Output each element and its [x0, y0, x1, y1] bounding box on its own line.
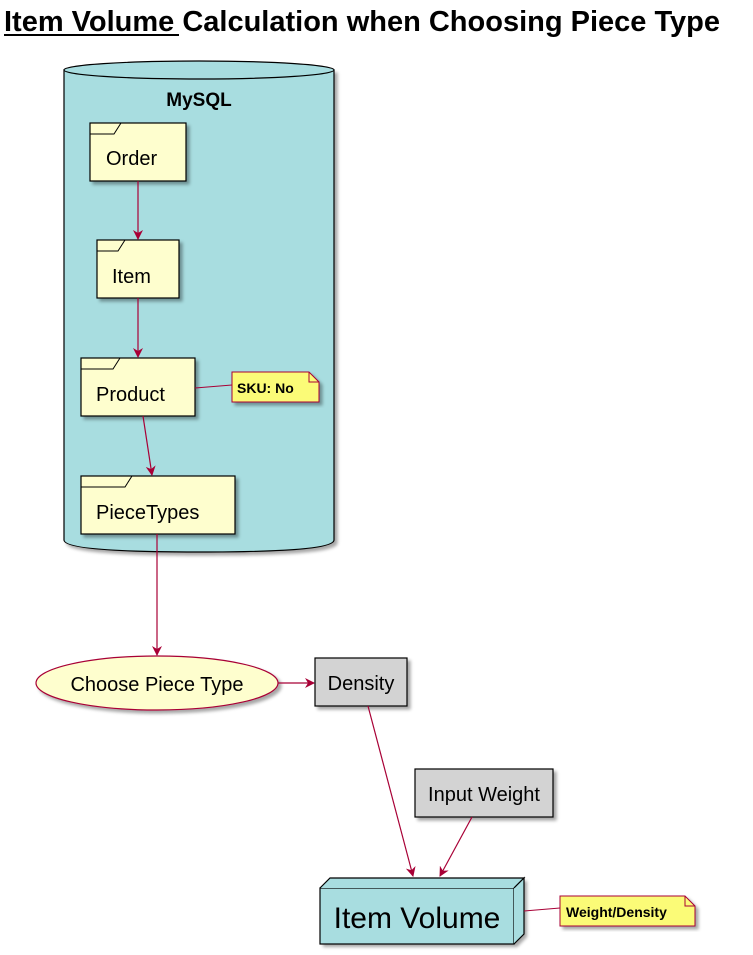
node-item-volume[interactable]: Item Volume [319, 876, 526, 945]
folder-piece-types[interactable]: PieceTypes [80, 475, 236, 535]
folder-product-label: Product [96, 384, 165, 406]
folder-order-label: Order [106, 148, 157, 170]
note-sku: SKU: No [194, 371, 320, 403]
mysql-database: MySQL [63, 60, 335, 553]
note-sku-label: SKU: No [237, 380, 294, 396]
title-rest: Calculation when Choosing Piece Type [174, 6, 720, 38]
arrow-density-to-item-volume [367, 705, 416, 877]
note-formula-label: Weight/Density [566, 904, 667, 920]
usecase-label: Choose Piece Type [70, 674, 243, 696]
rect-input-weight-label: Input Weight [428, 784, 540, 806]
arrow-product-to-piece-types [142, 415, 156, 476]
folder-piece-types-label: PieceTypes [96, 502, 199, 524]
note-formula-connector [523, 907, 561, 912]
note-sku-connector [194, 384, 233, 389]
folder-product[interactable]: Product [80, 357, 196, 417]
title-underlined: Item Volume [4, 6, 174, 38]
folder-item-label: Item [112, 266, 151, 288]
rect-density[interactable]: Density [314, 657, 408, 707]
database-label: MySQL [166, 90, 232, 111]
rect-density-label: Density [328, 673, 395, 695]
svg-text:Item Volume Calculation when C: Item Volume Calculation when Choosing Pi… [4, 6, 720, 38]
usecase-choose-piece-type[interactable]: Choose Piece Type [35, 655, 279, 711]
diagram-title: Item Volume Calculation when Choosing Pi… [4, 6, 720, 38]
folder-order[interactable]: Order [89, 122, 187, 182]
arrow-input-weight-to-item-volume [439, 816, 473, 877]
rect-input-weight[interactable]: Input Weight [414, 768, 554, 818]
note-formula: Weight/Density [523, 895, 696, 927]
folder-item[interactable]: Item [96, 239, 180, 299]
node-item-volume-label: Item Volume [334, 902, 501, 935]
